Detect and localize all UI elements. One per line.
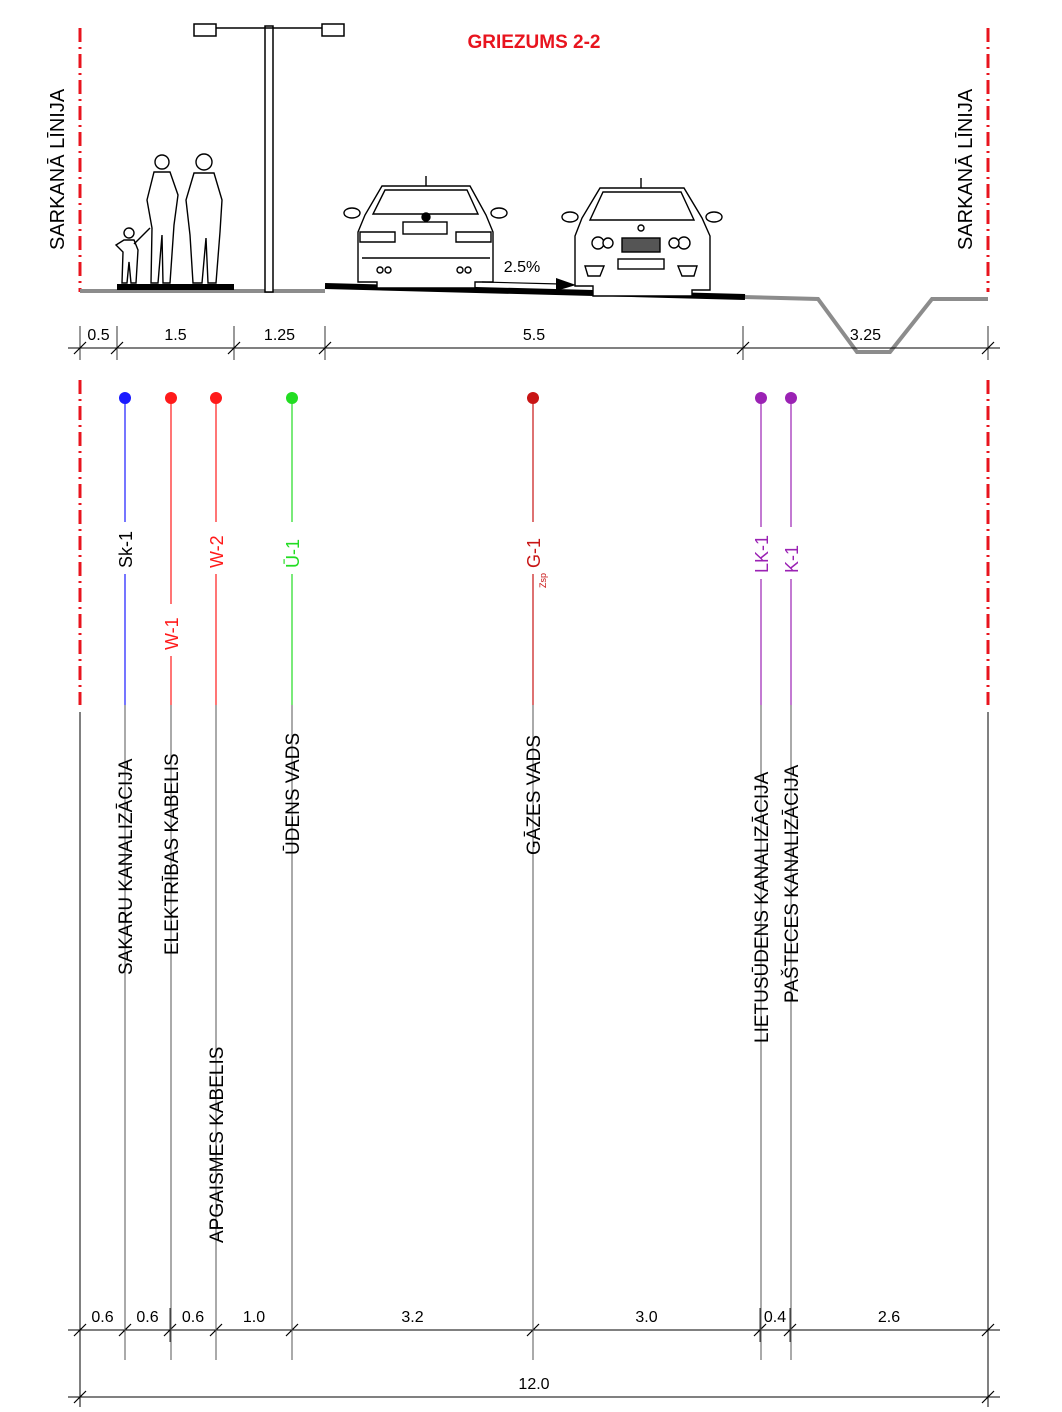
bottom-dim-tick (163, 1323, 177, 1337)
top-dim-label: 3.25 (850, 327, 881, 344)
total-dim-label: 12.0 (518, 1376, 549, 1393)
top-dim-tick (736, 341, 750, 355)
utility-code: W-2 (207, 535, 227, 568)
top-dim-tick (110, 341, 124, 355)
top-dim-label: 1.25 (264, 327, 295, 344)
red-line-label-right: SARKANĀ LĪNIJA (954, 88, 977, 250)
utility-dot (119, 392, 131, 404)
utility-dot (785, 392, 797, 404)
top-dimension-line: 0.5 1.5 1.25 5.5 3.25 (68, 326, 1000, 360)
bottom-dim-tick (981, 1323, 995, 1337)
bottom-dim-label: 3.0 (635, 1309, 657, 1326)
bottom-dimension-line: 0.6 0.6 0.6 1.0 3.2 3.0 0.4 2.6 (68, 1308, 1000, 1342)
slope-arrow (481, 278, 576, 291)
utility-name: ELEKTRĪBAS KABELIS (162, 753, 183, 955)
utility-dot (755, 392, 767, 404)
top-dim-tick (227, 341, 241, 355)
total-dim-tick (981, 1390, 995, 1404)
utility-name: LIETUSŪDENS KANALIZĀCIJA (752, 771, 773, 1043)
red-line-label-left: SARKANĀ LĪNIJA (46, 88, 69, 250)
utility-code-sub: Zsp (538, 573, 548, 588)
bottom-dim-label: 0.6 (91, 1309, 113, 1326)
utility-name: PAŠTECES KANALIZĀCIJA (781, 764, 803, 1003)
utility-code: LK-1 (752, 535, 772, 573)
utility-code: K-1 (782, 545, 802, 573)
car-front (561, 178, 723, 297)
bottom-dim-tick (753, 1323, 767, 1337)
bottom-dim-label: 0.4 (764, 1309, 786, 1326)
utility-code: W-1 (162, 617, 182, 650)
utility-code: Sk-1 (116, 531, 136, 568)
ditch-profile (742, 295, 988, 354)
boundary-lines (79, 712, 989, 1407)
utility-name: APGAISMES KABELIS (207, 1047, 228, 1243)
utility-code: Ū-1 (283, 539, 303, 568)
bottom-dim-label: 1.0 (243, 1309, 265, 1326)
total-dim-tick (73, 1390, 87, 1404)
bottom-dim-label: 2.6 (878, 1309, 900, 1326)
utility-dot (165, 392, 177, 404)
utility-code: G-1 (524, 538, 544, 568)
bottom-dim-label: 0.6 (182, 1309, 204, 1326)
top-dim-label: 5.5 (523, 327, 545, 344)
top-dim-tick (981, 341, 995, 355)
total-dimension-line: 12.0 (68, 1376, 1000, 1404)
top-dim-label: 1.5 (164, 327, 186, 344)
section-title: GRIEZUMS 2-2 (467, 32, 600, 53)
utility-name: GĀZES VADS (524, 735, 545, 855)
utility-dot (527, 392, 539, 404)
top-dim-tick (73, 341, 87, 355)
slope-label: 2.5% (504, 259, 540, 276)
utility-dot (210, 392, 222, 404)
utility-name: SAKARU KANALIZĀCIJA (116, 758, 137, 975)
bottom-dim-label: 0.6 (136, 1309, 158, 1326)
bottom-dim-label: 3.2 (401, 1309, 423, 1326)
pedestrians-figure (114, 153, 223, 284)
utility-dot (286, 392, 298, 404)
street-lamp (193, 23, 345, 293)
utility-name: ŪDENS VADS (283, 733, 304, 855)
bottom-dim-tick (73, 1323, 87, 1337)
top-dim-label: 0.5 (87, 327, 109, 344)
car-rear (343, 176, 508, 289)
top-dim-tick (318, 341, 332, 355)
bottom-dim-tick (783, 1323, 797, 1337)
